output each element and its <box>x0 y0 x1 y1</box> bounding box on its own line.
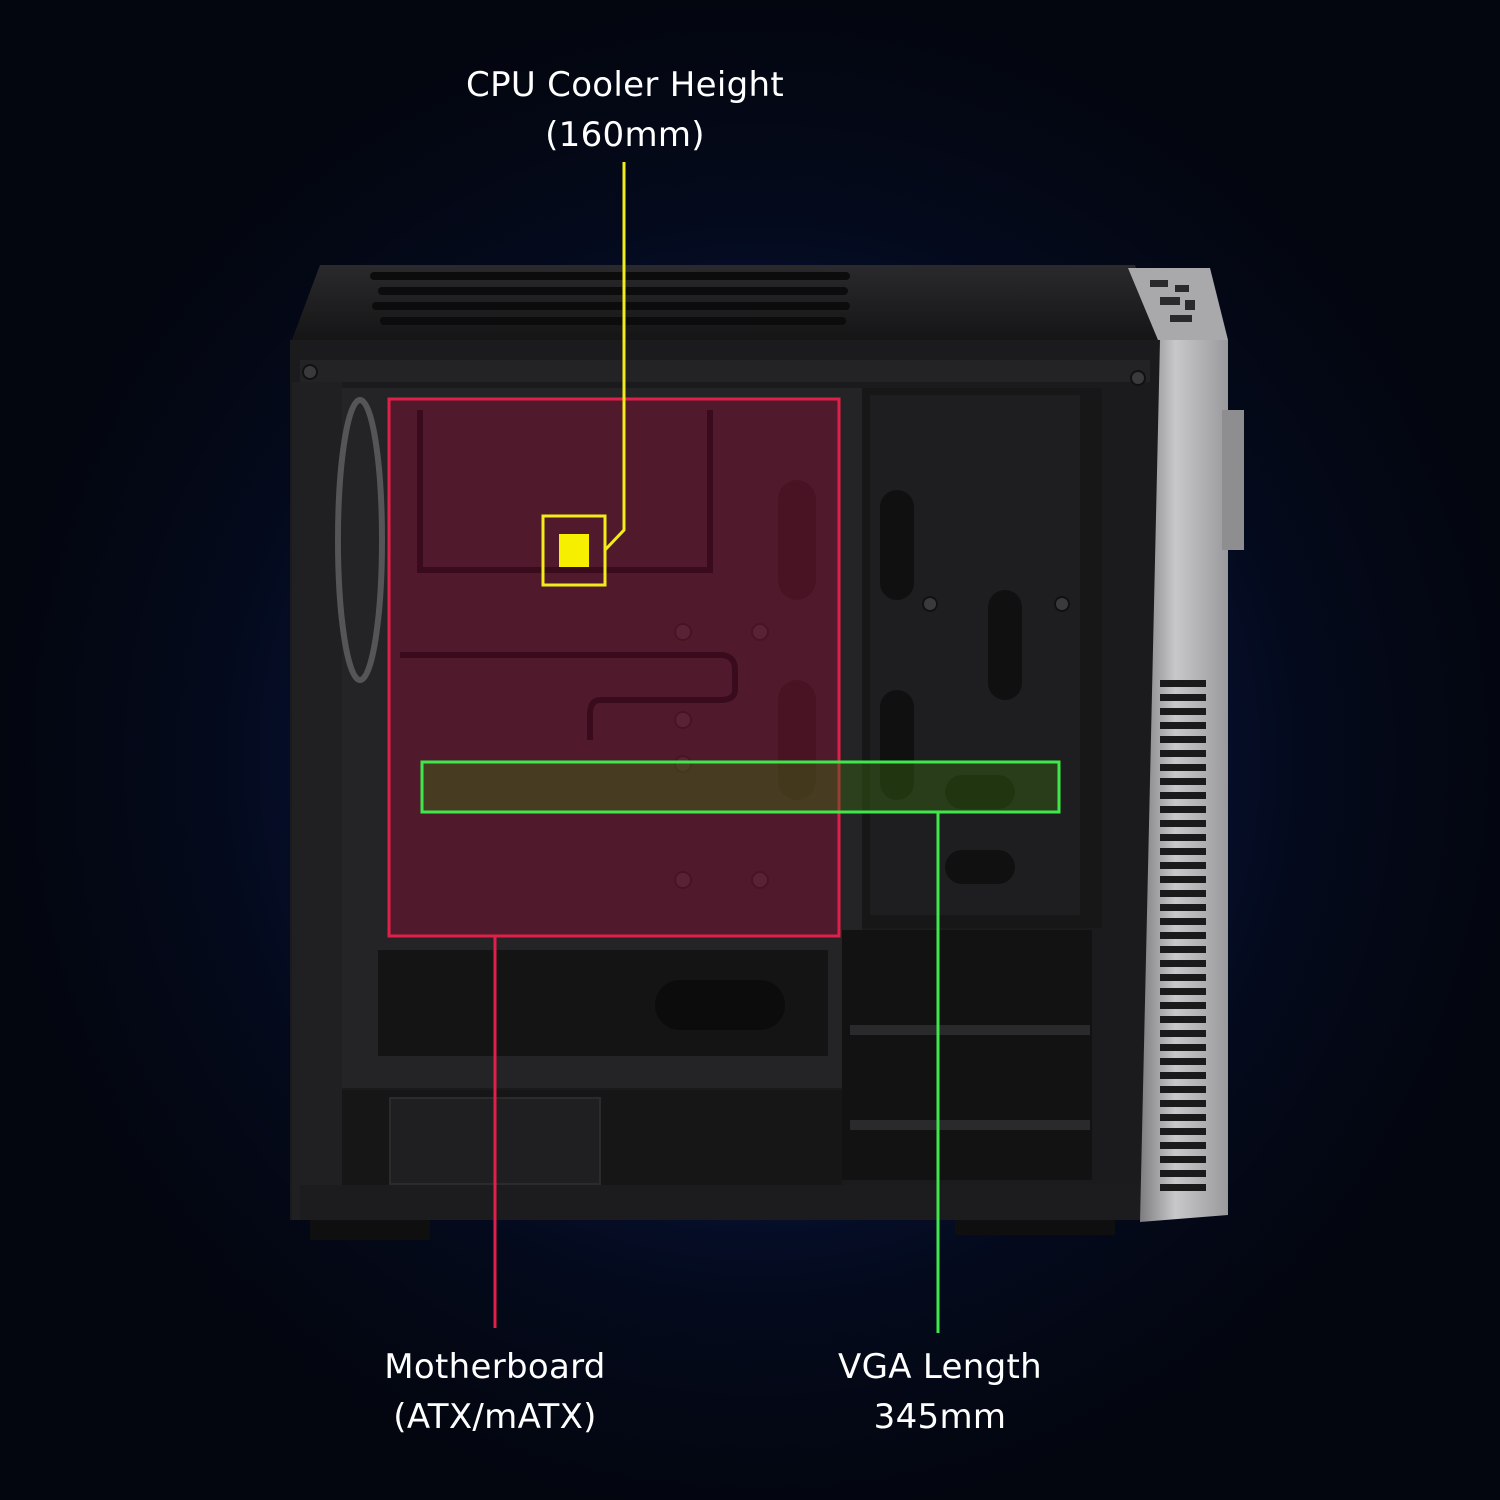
case-bottom-rail <box>300 1185 1150 1220</box>
vga-label: VGA Length <box>838 1347 1042 1387</box>
cpu-cooler-label: CPU Cooler Height <box>466 65 784 105</box>
cpu-cooler-callout: CPU Cooler Height (160mm) <box>400 60 850 160</box>
vga-value: 345mm <box>873 1397 1007 1437</box>
cpu-cooler-marker-frame <box>541 514 607 587</box>
cpu-cooler-leader-line <box>603 162 626 552</box>
cpu-cooler-value: (160mm) <box>545 115 705 155</box>
vga-length-overlay <box>420 760 1061 814</box>
left-frame <box>292 382 342 1220</box>
vga-callout: VGA Length 345mm <box>760 1342 1120 1442</box>
motherboard-label: Motherboard <box>384 1347 606 1387</box>
motherboard-value: (ATX/mATX) <box>393 1397 597 1437</box>
front-fan <box>335 397 385 683</box>
motherboard-area-overlay <box>387 397 841 938</box>
hdd-cage <box>842 930 1092 1180</box>
cpu-cooler-marker <box>559 534 589 567</box>
top-mesh <box>370 272 850 325</box>
front-io-ports <box>1150 280 1195 322</box>
motherboard-callout: Motherboard (ATX/mATX) <box>300 1342 690 1442</box>
motherboard-tray-lines <box>400 410 738 740</box>
front-vents <box>1160 680 1206 1191</box>
